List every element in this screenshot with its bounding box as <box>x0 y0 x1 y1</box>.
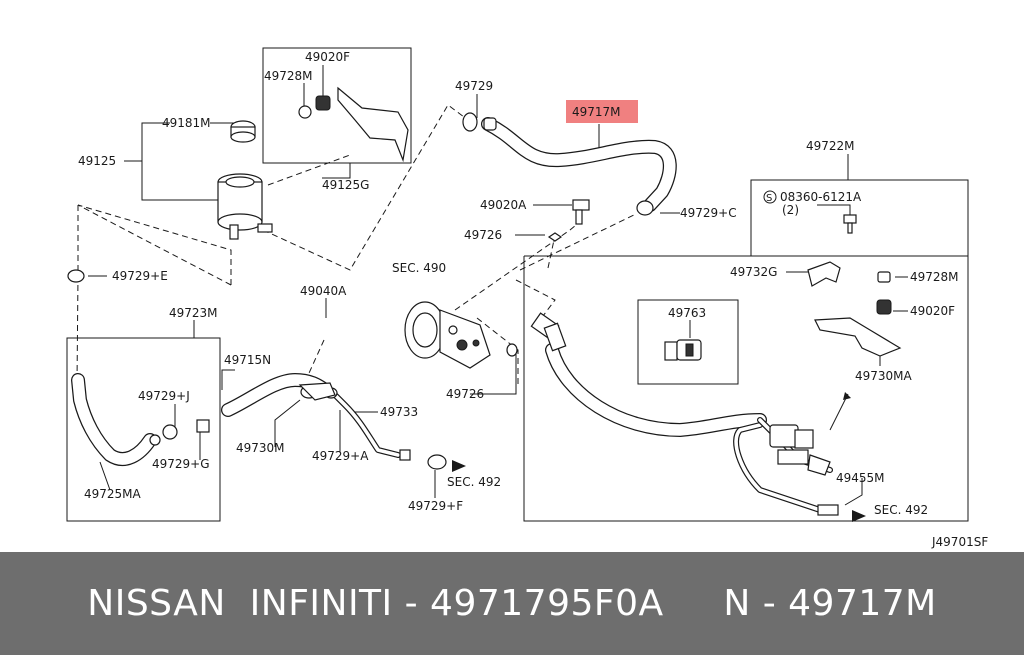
leader-lines <box>88 65 908 506</box>
label-49729g: 49729+G <box>152 457 210 471</box>
label-49729c: 49729+C <box>680 206 737 220</box>
label-49726-b: 49726 <box>446 387 484 401</box>
group-box-49723m <box>66 337 221 522</box>
group-box-49722m <box>523 255 969 522</box>
label-08360-6121a: 08360-6121A <box>780 190 862 204</box>
label-49455m: 49455M <box>836 471 885 485</box>
label-49763: 49763 <box>668 306 706 320</box>
label-49715n: 49715N <box>224 353 271 367</box>
label-49729: 49729 <box>455 79 493 93</box>
label-08360-qty: (2) <box>782 203 799 217</box>
label-49728m-right: 49728M <box>910 270 959 284</box>
reservoir-bracket <box>337 86 409 163</box>
group-box-49125g <box>262 47 412 164</box>
banner-text: NISSAN INFINITI - 4971795F0A N - 49717M <box>87 583 937 624</box>
label-sec-492-b: SEC. 492 <box>874 503 928 517</box>
parts-diagram: 49020F 49728M 49181M 49125 49125G 49729 … <box>66 47 988 549</box>
label-49181m: 49181M <box>162 116 211 130</box>
label-49729j: 49729+J <box>138 389 190 403</box>
callout-labels: 49020F 49728M 49181M 49125 49125G 49729 … <box>78 50 988 549</box>
steering-pump <box>404 301 518 369</box>
label-49020a: 49020A <box>480 198 527 212</box>
arrow-sec-492-a <box>452 460 466 472</box>
label-49730m: 49730M <box>236 441 285 455</box>
pressure-sensor <box>664 339 702 361</box>
label-49728m-top: 49728M <box>264 69 313 83</box>
label-49040a: 49040A <box>300 284 347 298</box>
label-49726-a: 49726 <box>464 228 502 242</box>
label-49723m: 49723M <box>169 306 218 320</box>
group-box-49763 <box>637 299 739 385</box>
label-49722m: 49722M <box>806 139 855 153</box>
label-49020f-right: 49020F <box>910 304 955 318</box>
pressure-hose-fittings <box>530 312 839 516</box>
label-49729e: 49729+E <box>112 269 168 283</box>
clamps <box>67 112 654 470</box>
label-49729a: 49729+A <box>312 449 369 463</box>
label-49725ma: 49725MA <box>84 487 142 501</box>
screw-symbol-icon <box>763 190 777 204</box>
reservoir <box>217 173 273 240</box>
highlight-box <box>566 100 638 123</box>
label-49732g: 49732G <box>730 265 777 279</box>
label-49729f: 49729+F <box>408 499 463 513</box>
arrow-up-right <box>843 392 851 400</box>
dashed-connectors <box>76 104 637 388</box>
label-sec-492-a: SEC. 492 <box>447 475 501 489</box>
label-49125g: 49125G <box>322 178 369 192</box>
figure-code: J49701SF <box>931 535 988 549</box>
label-49717m: 49717M <box>572 105 621 119</box>
label-screw-symbol: S <box>766 193 772 204</box>
label-sec-490: SEC. 490 <box>392 261 446 275</box>
label-49733: 49733 <box>380 405 418 419</box>
label-49020f-top: 49020F <box>305 50 350 64</box>
reservoir-cap <box>230 120 256 143</box>
label-49125: 49125 <box>78 154 116 168</box>
label-49730ma: 49730MA <box>855 369 913 383</box>
bolt-49020a <box>547 199 590 242</box>
arrow-sec-492-b <box>852 510 866 522</box>
part-number-banner: NISSAN INFINITI - 4971795F0A N - 49717M <box>0 552 1024 655</box>
